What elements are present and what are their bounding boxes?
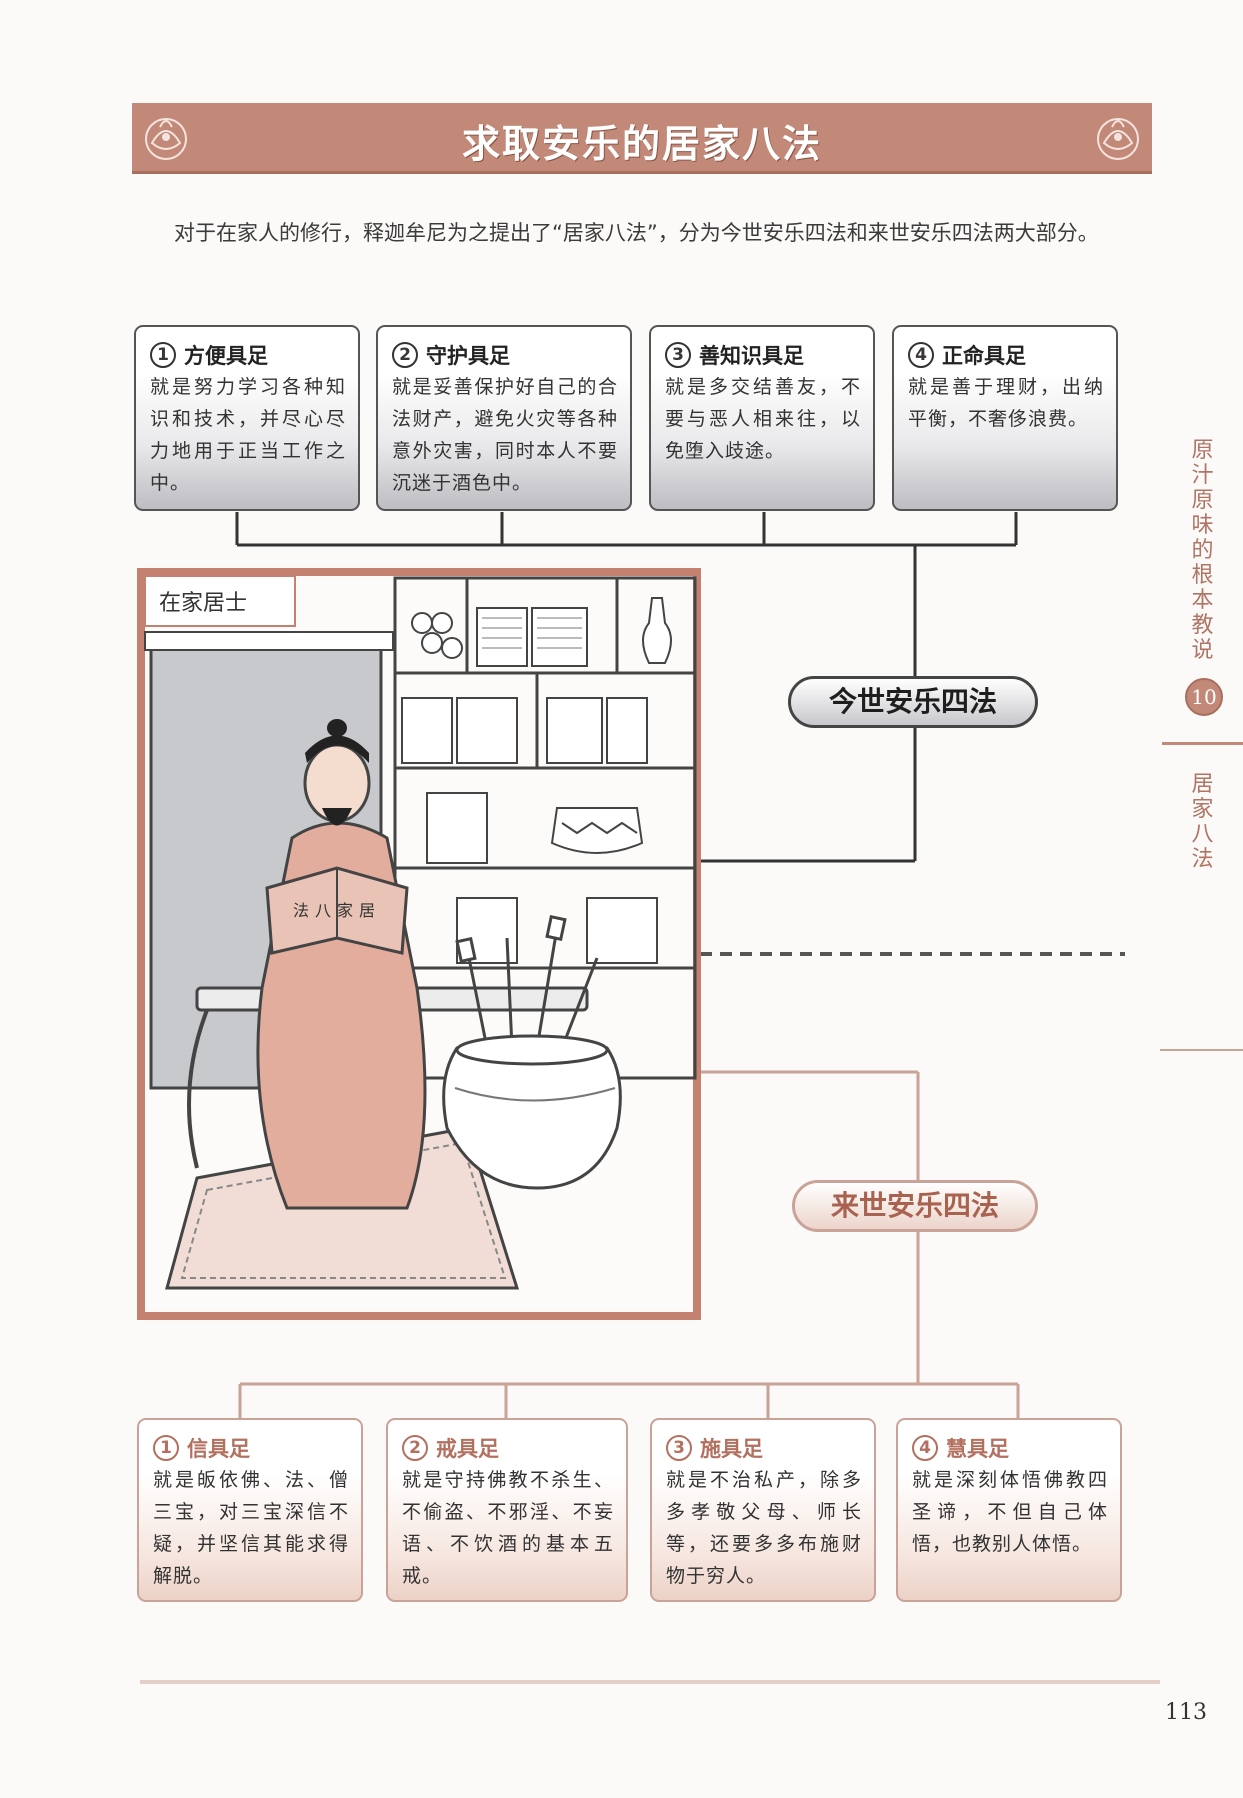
future-card-4: 4 慧具足 就是深刻体悟佛教四圣谛，不但自己体悟，也教别人体悟。 bbox=[896, 1418, 1122, 1602]
chapter-side-tab: 原汁原味的根本教说 10 居家八法 bbox=[1162, 430, 1243, 1060]
title-banner: 求取安乐的居家八法 bbox=[132, 103, 1152, 174]
book-cover-text: 法八家居 bbox=[293, 901, 381, 920]
intro-paragraph: 对于在家人的修行，释迦牟尼为之提出了“居家八法”，分为今世安乐四法和来世安乐四法… bbox=[174, 221, 1099, 245]
lotus-ornament-icon bbox=[145, 118, 187, 160]
number-badge: 1 bbox=[150, 342, 176, 368]
card-body: 就是善于理财，出纳平衡，不奢侈浪费。 bbox=[908, 376, 1104, 430]
tab-divider bbox=[1162, 742, 1243, 745]
card-body: 就是不治私产，除多多孝敬父母、师长等，还要多多布施财物于穷人。 bbox=[666, 1469, 862, 1587]
card-body: 就是守持佛教不杀生、不偷盗、不邪淫、不妄语、不饮酒的基本五戒。 bbox=[402, 1469, 614, 1587]
present-card-3: 3 善知识具足 就是多交结善友，不要与恶人相来往，以免堕入歧途。 bbox=[649, 325, 875, 511]
present-card-1: 1 方便具足 就是努力学习各种知识和技术，并尽心尽力地用于正当工作之中。 bbox=[134, 325, 360, 511]
number-badge: 3 bbox=[666, 1435, 692, 1461]
card-body: 就是多交结善友，不要与恶人相来往，以免堕入歧途。 bbox=[665, 376, 861, 462]
card-body: 就是妥善保护好自己的合法财产，避免火灾等各种意外灾害，同时本人不要沉迷于酒色中。 bbox=[392, 376, 618, 494]
chapter-title-vertical: 原汁原味的根本教说 bbox=[1191, 438, 1214, 663]
card-title: 守护具足 bbox=[426, 344, 510, 368]
number-badge: 1 bbox=[153, 1435, 179, 1461]
card-body: 就是努力学习各种知识和技术，并尽心尽力地用于正当工作之中。 bbox=[150, 376, 346, 494]
future-card-1: 1 信具足 就是皈依佛、法、僧三宝，对三宝深信不疑，并坚信其能求得解脱。 bbox=[137, 1418, 363, 1602]
illustration-caption: 在家居士 bbox=[159, 591, 247, 616]
number-badge: 3 bbox=[665, 342, 691, 368]
card-title: 信具足 bbox=[187, 1437, 250, 1461]
number-badge: 2 bbox=[392, 342, 418, 368]
chapter-number-badge: 10 bbox=[1185, 678, 1223, 716]
card-body: 就是皈依佛、法、僧三宝，对三宝深信不疑，并坚信其能求得解脱。 bbox=[153, 1469, 349, 1587]
section-title-vertical: 居家八法 bbox=[1191, 772, 1214, 872]
card-title: 戒具足 bbox=[436, 1437, 499, 1461]
card-title: 善知识具足 bbox=[699, 344, 804, 368]
card-title: 慧具足 bbox=[946, 1437, 1009, 1461]
present-card-2: 2 守护具足 就是妥善保护好自己的合法财产，避免火灾等各种意外灾害，同时本人不要沉… bbox=[376, 325, 632, 511]
present-card-4: 4 正命具足 就是善于理财，出纳平衡，不奢侈浪费。 bbox=[892, 325, 1118, 511]
page-number: 113 bbox=[1165, 1700, 1207, 1725]
present-life-label: 今世安乐四法 bbox=[788, 676, 1038, 728]
card-title: 正命具足 bbox=[942, 344, 1026, 368]
future-card-3: 3 施具足 就是不治私产，除多多孝敬父母、师长等，还要多多布施财物于穷人。 bbox=[650, 1418, 876, 1602]
page-title: 求取安乐的居家八法 bbox=[461, 122, 822, 166]
lotus-ornament-icon bbox=[1097, 118, 1139, 160]
card-title: 施具足 bbox=[700, 1437, 763, 1461]
number-badge: 4 bbox=[908, 342, 934, 368]
card-title: 方便具足 bbox=[184, 344, 268, 368]
number-badge: 2 bbox=[402, 1435, 428, 1461]
number-badge: 4 bbox=[912, 1435, 938, 1461]
future-life-label: 来世安乐四法 bbox=[792, 1180, 1038, 1232]
card-body: 就是深刻体悟佛教四圣谛，不但自己体悟，也教别人体悟。 bbox=[912, 1469, 1108, 1555]
layman-reading-illustration: 在家居士 法八家居 bbox=[137, 568, 701, 1320]
future-card-2: 2 戒具足 就是守持佛教不杀生、不偷盗、不邪淫、不妄语、不饮酒的基本五戒。 bbox=[386, 1418, 628, 1602]
